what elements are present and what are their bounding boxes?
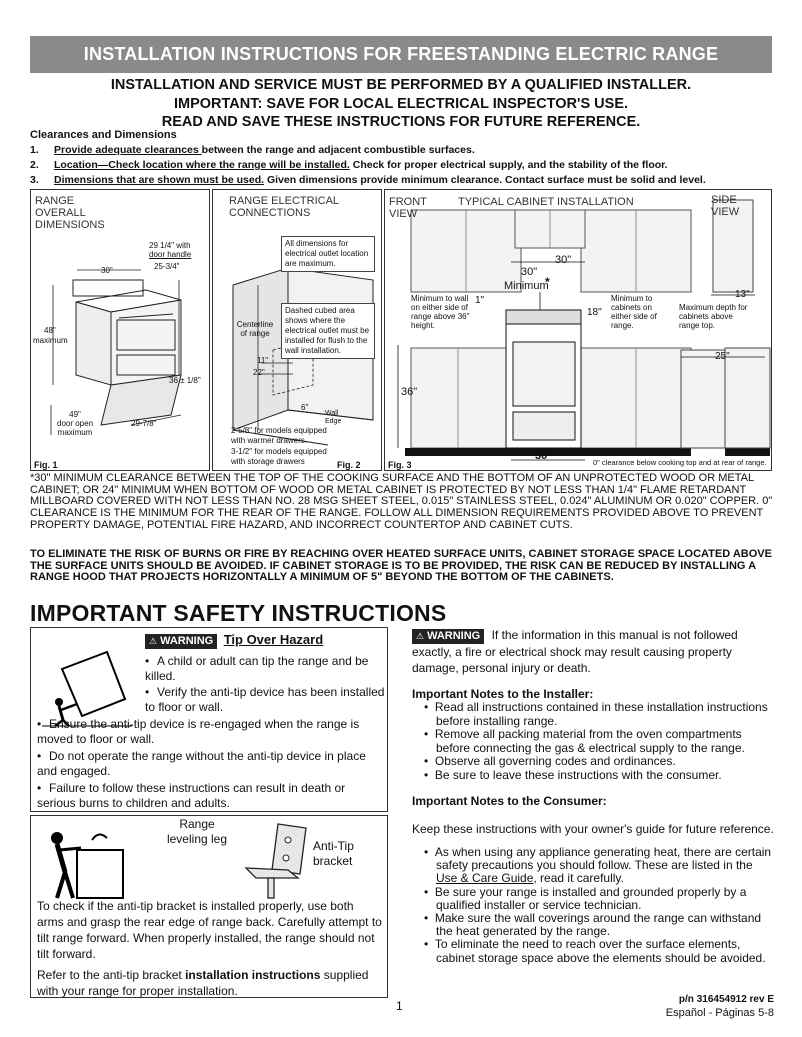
heading-read-and-save: READ AND SAVE THESE INSTRUCTIONS FOR FUT… (161, 114, 641, 130)
list-item: • Make sure the wall coverings around th… (424, 911, 762, 939)
clearance-steps: 1.Provide adequate clearances between th… (30, 143, 780, 188)
right-column: ⚠WARNING If the information in this manu… (412, 627, 777, 965)
fig3-title: TYPICAL CABINET INSTALLATION (458, 196, 634, 208)
list-item: •Do not operate the range without the an… (37, 749, 366, 778)
anti-tip-bracket-label: Anti-Tip bracket (313, 839, 354, 868)
part-number: p/n 316454912 rev E (678, 994, 774, 1005)
list-item: • Be sure your range is installed and gr… (424, 884, 747, 912)
fig2-label: Fig. 2 (337, 460, 361, 470)
consumer-heading: Important Notes to the Consumer: (412, 794, 607, 808)
step-item: 1.Provide adequate clearances between th… (30, 144, 475, 156)
safety-title: IMPORTANT SAFETY INSTRUCTIONS (30, 600, 447, 626)
person-tilting-range-icon (51, 832, 124, 899)
step-item: 3.Dimensions that are shown must be used… (30, 174, 706, 186)
clearances-heading: Clearances and Dimensions (30, 129, 177, 141)
page-number: 1 (396, 999, 403, 1013)
range-illustration (50, 269, 182, 435)
fig1-label: Fig. 1 (34, 460, 58, 470)
warning-text: If the information in this manual is not… (412, 628, 738, 675)
cabinet-illustration (397, 199, 771, 461)
warning-triangle-icon: ⚠ (416, 631, 425, 641)
fig2-callout-dashed-area: Dashed cubed area shows where the electr… (281, 303, 375, 359)
tip-over-icon (42, 650, 132, 727)
use-care-guide-link[interactable]: Use & Care Guide (436, 871, 534, 886)
consumer-intro: Keep these instructions with your owner'… (412, 822, 774, 836)
fig3-cabinet-installation: FRONT VIEW TYPICAL CABINET INSTALLATION … (384, 189, 772, 471)
heading-qualified-installer: INSTALLATION AND SERVICE MUST BE PERFORM… (110, 77, 692, 93)
anti-tip-box: Range leveling leg Anti-Tip bracket To c… (30, 815, 388, 998)
spanish-pages-note: Español - Páginas 5-8 (665, 1007, 774, 1019)
list-item: •Verify the anti-tip device has been ins… (145, 685, 385, 714)
warning-triangle-icon: ⚠ (149, 636, 158, 646)
list-item: • To eliminate the need to reach over th… (424, 937, 766, 965)
step-item: 2.Location—Check location where the rang… (30, 159, 668, 171)
warning-badge: ⚠WARNING (412, 629, 485, 644)
page-banner: INSTALLATION INSTRUCTIONS FOR FREESTANDI… (30, 36, 772, 73)
anti-tip-refer-text: Refer to the anti-tip bracket installati… (37, 968, 369, 998)
leveling-leg-label: Range leveling leg (166, 817, 228, 846)
tip-over-hazard-box: ⚠WARNING Tip Over Hazard •A child or adu… (30, 627, 388, 812)
clearance-paragraph: *30" MINIMUM CLEARANCE BETWEEN THE TOP O… (30, 472, 773, 531)
anti-tip-bracket-icon (244, 823, 307, 899)
list-item: • As when using any appliance generating… (424, 845, 772, 886)
heading-save-for-inspector: IMPORTANT: SAVE FOR LOCAL ELECTRICAL INS… (173, 96, 629, 112)
fig3-label: Fig. 3 (388, 460, 412, 470)
list-item: •Failure to follow these instructions ca… (37, 781, 346, 810)
list-item: • Be sure to leave these instructions wi… (424, 767, 722, 782)
tip-over-heading: Tip Over Hazard (223, 632, 324, 647)
anti-tip-check-text: To check if the anti-tip bracket is inst… (37, 899, 382, 961)
list-item: •Ensure the anti-tip device is re-engage… (37, 717, 360, 746)
warning-badge: ⚠WARNING (145, 634, 218, 649)
fig2-callout-dimensions: All dimensions for electrical outlet loc… (281, 236, 375, 272)
list-item: •A child or adult can tip the range and … (145, 654, 369, 683)
consumer-list: • As when using any appliance generating… (412, 845, 777, 965)
installer-heading: Important Notes to the Installer: (412, 687, 594, 701)
burn-risk-paragraph: TO ELIMINATE THE RISK OF BURNS OR FIRE B… (30, 548, 772, 584)
list-item: • Observe all governing codes and ordina… (424, 754, 676, 768)
installer-list: • Read all instructions contained in the… (412, 700, 777, 782)
list-item: • Read all instructions contained in the… (424, 700, 768, 728)
list-item: • Remove all packing material from the o… (424, 727, 745, 755)
